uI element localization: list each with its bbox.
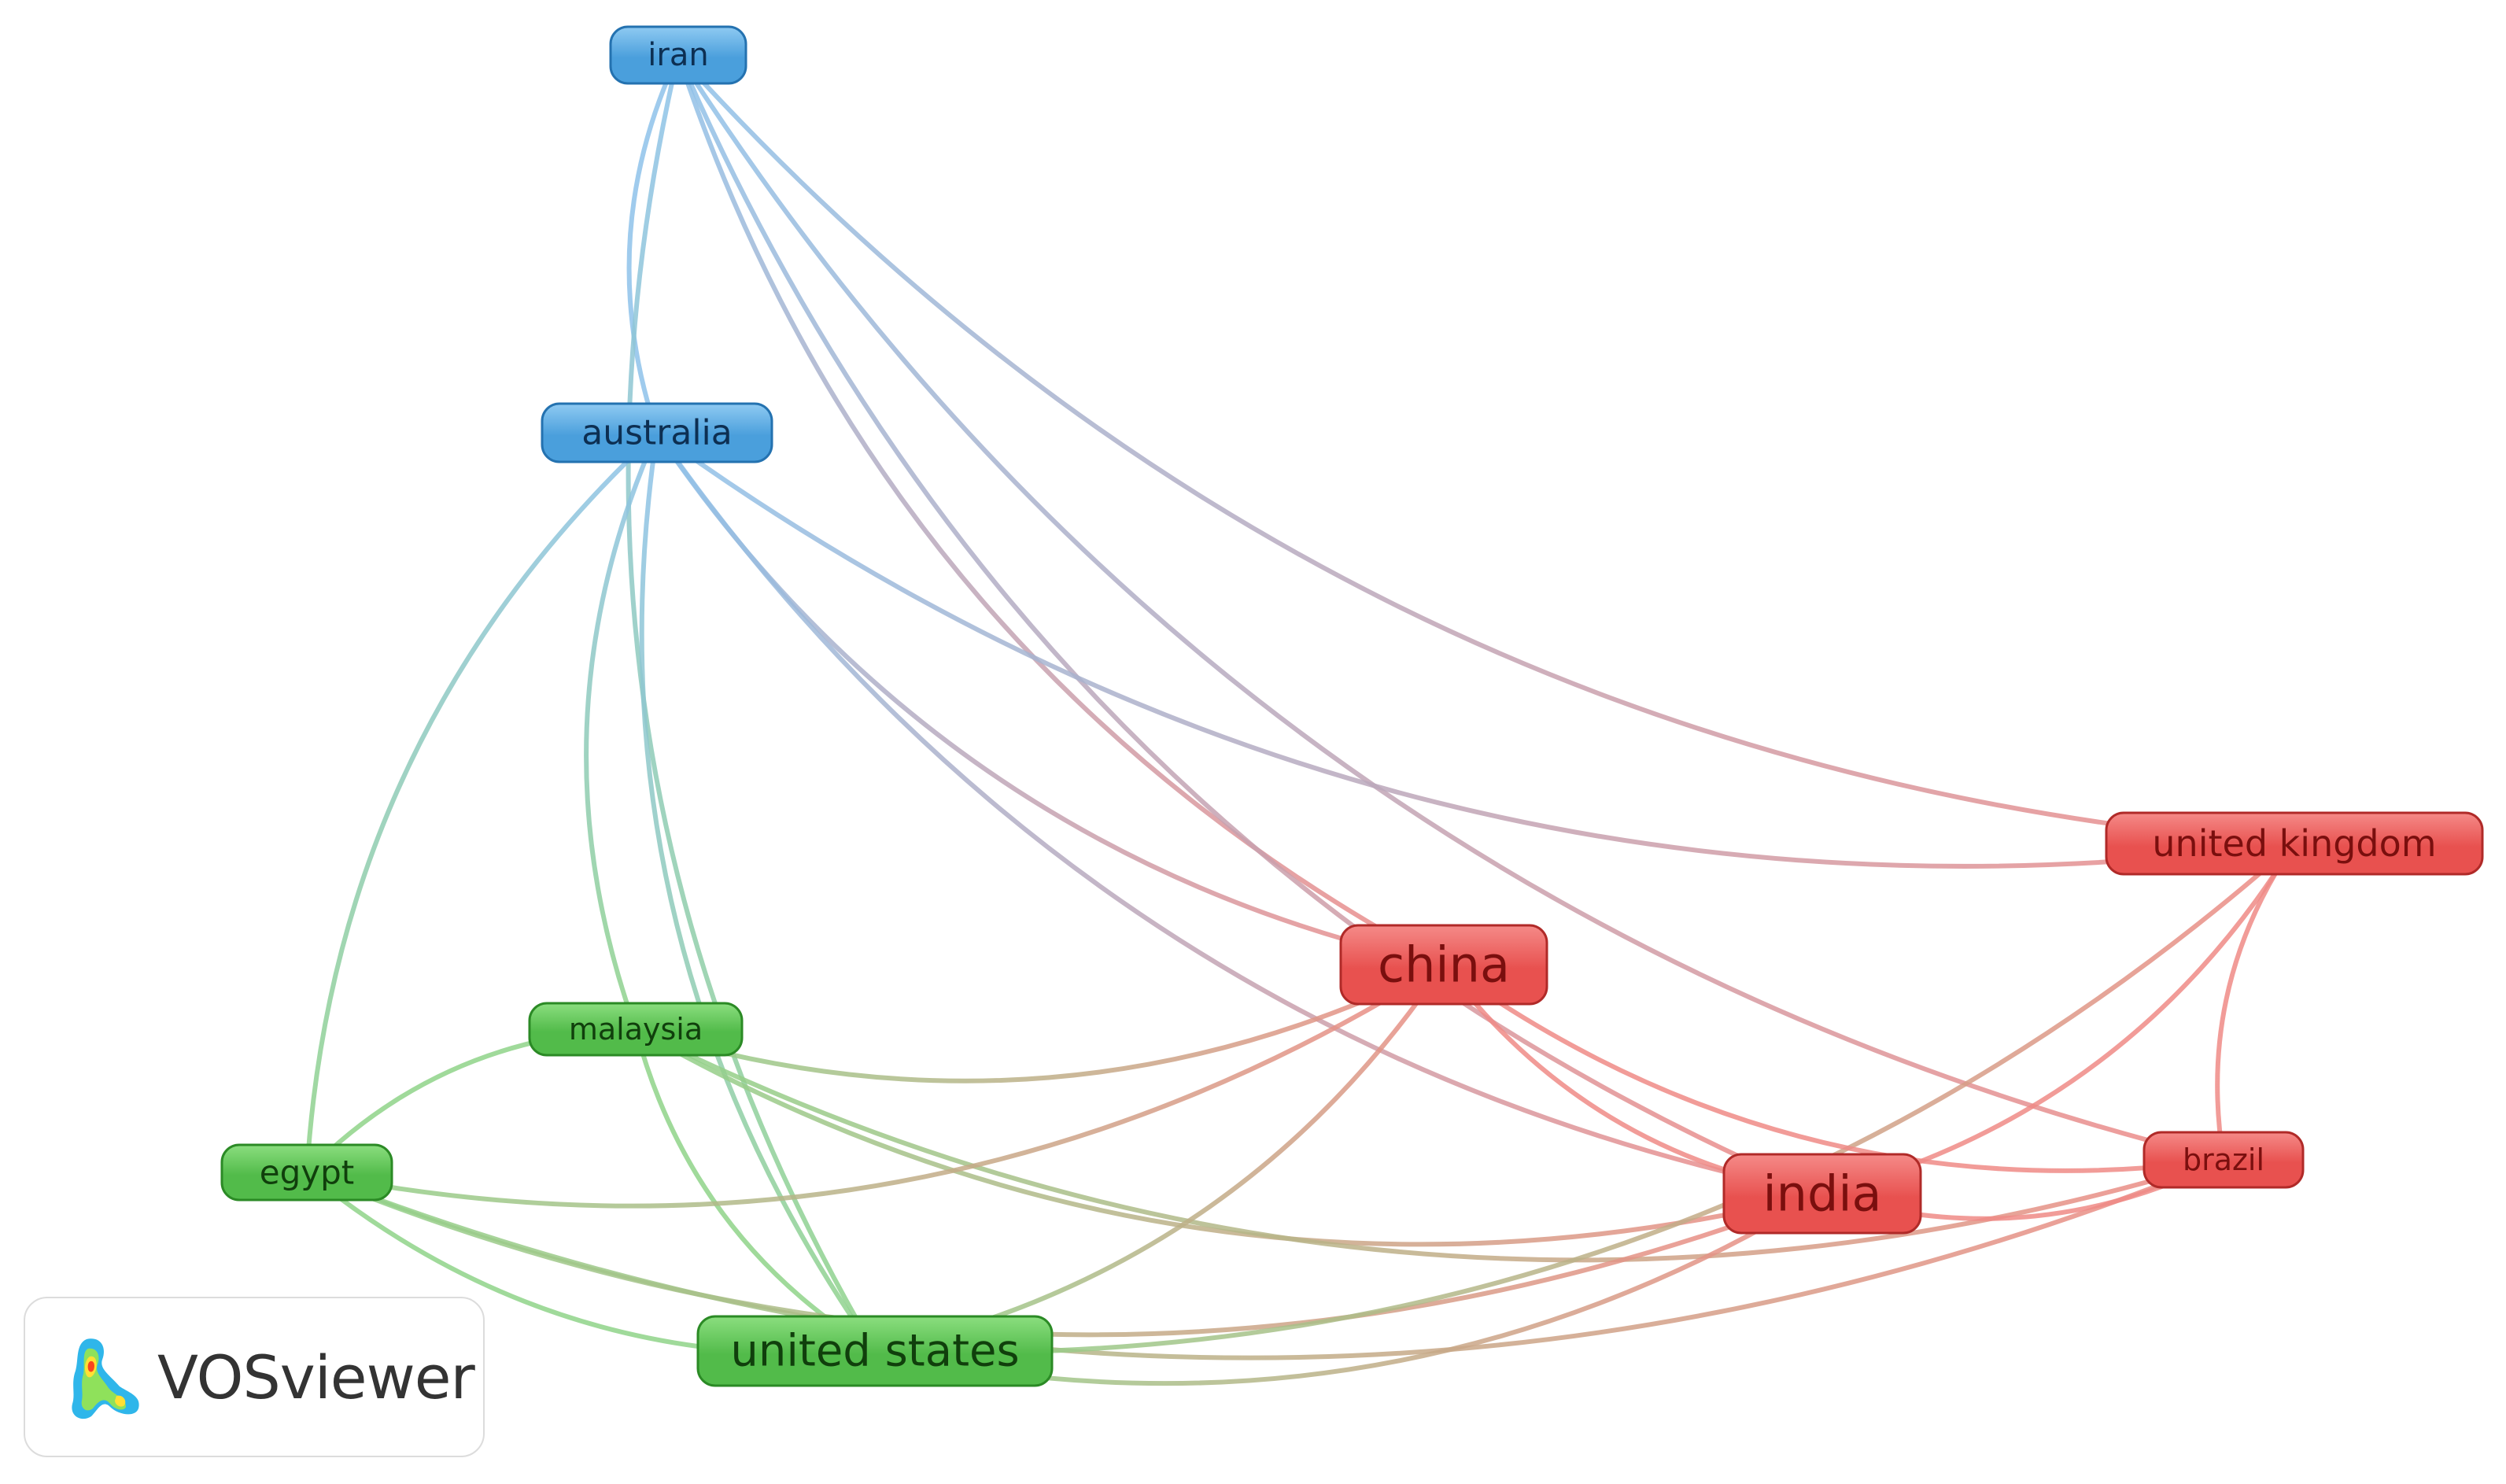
- link-australia-united-states: [639, 432, 877, 1353]
- link-united-states-united-kingdom: [874, 841, 2296, 1355]
- node-malaysia[interactable]: malaysia: [528, 1002, 744, 1057]
- node-iran[interactable]: iran: [609, 25, 747, 85]
- node-egypt-label: egypt: [260, 1154, 354, 1192]
- node-australia-label: australia: [581, 413, 733, 453]
- link-united-states-china: [874, 963, 1446, 1353]
- node-united-kingdom[interactable]: united kingdom: [2105, 811, 2484, 876]
- link-iran-united-kingdom: [676, 53, 2295, 846]
- node-australia-box: [541, 402, 773, 463]
- node-malaysia-box: [528, 1002, 744, 1057]
- node-united-states-label: united states: [730, 1326, 1019, 1377]
- link-australia-malaysia: [584, 431, 659, 1031]
- link-iran-united-states: [626, 54, 877, 1353]
- link-iran-india: [676, 54, 1824, 1196]
- link-iran-australia: [626, 54, 681, 434]
- node-brazil[interactable]: brazil: [2142, 1131, 2305, 1189]
- link-china-brazil: [1442, 962, 2224, 1173]
- node-australia[interactable]: australia: [541, 402, 773, 463]
- node-united-kingdom-label: united kingdom: [2152, 822, 2436, 865]
- links-layer: [304, 53, 2297, 1386]
- node-brazil-box: [2142, 1131, 2305, 1189]
- node-united-states[interactable]: united states: [696, 1315, 1054, 1387]
- node-egypt[interactable]: egypt: [220, 1143, 393, 1202]
- node-brazil-label: brazil: [2183, 1143, 2264, 1177]
- link-malaysia-china: [635, 962, 1445, 1083]
- vosviewer-logo-text: VOSviewer: [157, 1342, 475, 1412]
- link-iran-brazil: [676, 54, 2224, 1162]
- node-china[interactable]: china: [1339, 924, 1548, 1006]
- link-egypt-china: [306, 962, 1445, 1209]
- node-malaysia-label: malaysia: [569, 1012, 703, 1047]
- link-australia-united-kingdom: [655, 430, 2295, 869]
- link-australia-egypt: [304, 430, 659, 1173]
- link-egypt-india: [305, 1170, 1824, 1338]
- link-united-kingdom-brazil: [2215, 842, 2297, 1161]
- vosviewer-density-icon: [72, 1338, 139, 1419]
- link-iran-china: [676, 54, 1445, 967]
- link-malaysia-india: [634, 1027, 1823, 1247]
- node-iran-box: [609, 25, 747, 85]
- node-india[interactable]: india: [1722, 1153, 1922, 1235]
- vosviewer-logo: VOSviewer: [24, 1297, 485, 1457]
- node-india-label: india: [1762, 1165, 1881, 1223]
- node-united-kingdom-box: [2105, 811, 2484, 876]
- node-iran-label: iran: [648, 37, 708, 73]
- nodes-layer: iran australia malaysia egypt united states c…: [220, 25, 2484, 1387]
- link-australia-india: [655, 431, 1823, 1196]
- link-malaysia-brazil: [634, 1027, 2224, 1263]
- node-egypt-box: [220, 1143, 393, 1202]
- node-china-box: [1339, 924, 1548, 1006]
- node-united-states-box: [696, 1315, 1054, 1387]
- node-india-box: [1722, 1153, 1922, 1235]
- node-china-label: china: [1378, 936, 1510, 994]
